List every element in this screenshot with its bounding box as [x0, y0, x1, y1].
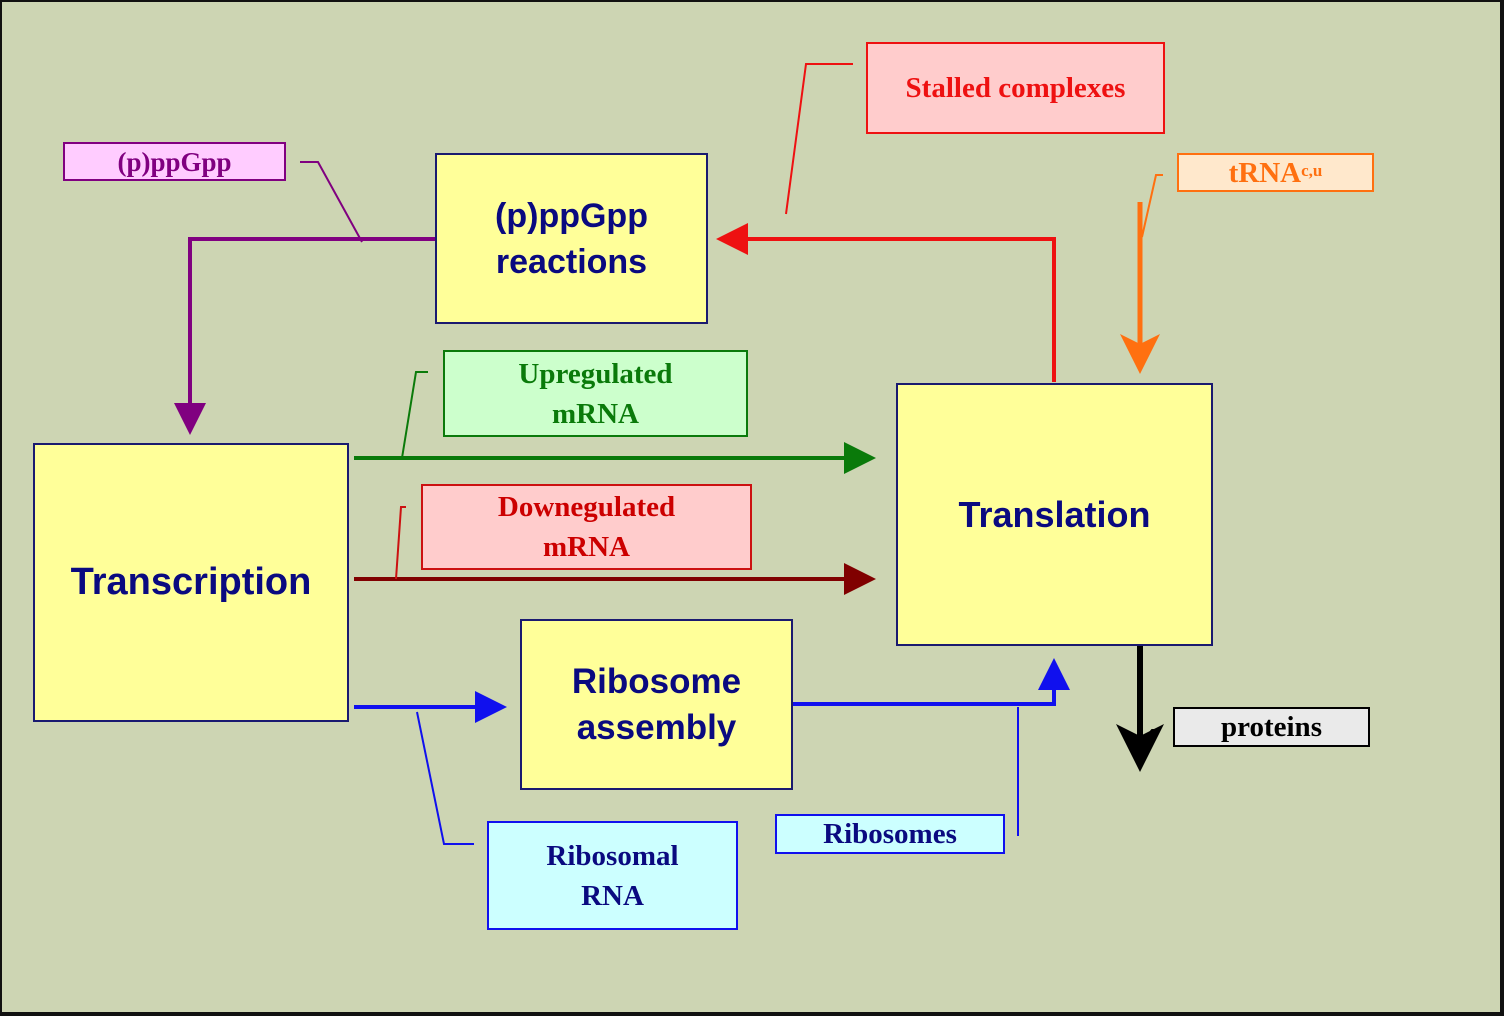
- downregulated-mrna-box: Downegulated mRNA: [421, 484, 752, 570]
- ribosomal-rna-line2: RNA: [581, 879, 644, 912]
- trna-callout-line: [1141, 174, 1163, 238]
- ppgpp-arrow: [174, 237, 435, 435]
- ribosome-assembly-box: Ribosome assembly: [520, 619, 793, 790]
- ribosome-assembly-line1: Ribosome: [571, 661, 742, 701]
- upregulated-line2: mRNA: [552, 397, 639, 430]
- transcription-box: Transcription: [33, 443, 349, 722]
- stalled-arrow: [716, 223, 1056, 382]
- ribosomes-box: Ribosomes: [775, 814, 1005, 854]
- ppgpp-label: (p)ppGpp: [117, 146, 232, 177]
- upregulated-callout-line: [401, 371, 428, 459]
- stalled-callout-line: [785, 63, 853, 215]
- trna-box: tRNAc,u: [1177, 153, 1374, 192]
- transcription-label: Transcription: [70, 561, 312, 603]
- downregulated-callout-line: [395, 506, 406, 580]
- ribosomal-rna-box: Ribosomal RNA: [487, 821, 738, 930]
- translation-label: Translation: [958, 493, 1151, 535]
- proteins-label: proteins: [1221, 711, 1322, 743]
- trna-superscript: c,u: [1301, 160, 1323, 180]
- ribosomes-arrow: [792, 658, 1070, 706]
- ppgpp-reactions-line1: (p)ppGpp: [495, 196, 648, 235]
- downregulated-line1: Downegulated: [497, 491, 676, 523]
- ribosome-assembly-line2: assembly: [576, 707, 737, 747]
- ribosomal-rna-line1: Ribosomal: [546, 839, 679, 872]
- ppgpp-callout-line: [300, 161, 363, 243]
- upregulated-line1: Upregulated: [518, 357, 673, 390]
- trna-label: tRNAc,u: [1229, 153, 1323, 193]
- rrna-callout-line: [416, 711, 474, 845]
- ppgpp-label-box: (p)ppGpp: [63, 142, 286, 181]
- proteins-box: proteins: [1173, 707, 1370, 747]
- stalled-complexes-box: Stalled complexes: [866, 42, 1165, 134]
- downregulated-line2: mRNA: [543, 531, 630, 563]
- trna-text: tRNA: [1228, 156, 1302, 189]
- ppgpp-reactions-line2: reactions: [495, 242, 648, 281]
- ppgpp-reactions-box: (p)ppGpp reactions: [435, 153, 708, 324]
- stalled-complexes-label: Stalled complexes: [905, 72, 1126, 104]
- proteins-callout-line: [1141, 729, 1159, 743]
- translation-box: Translation: [896, 383, 1213, 646]
- upregulated-mrna-box: Upregulated mRNA: [443, 350, 748, 437]
- ribosomes-label: Ribosomes: [823, 818, 957, 850]
